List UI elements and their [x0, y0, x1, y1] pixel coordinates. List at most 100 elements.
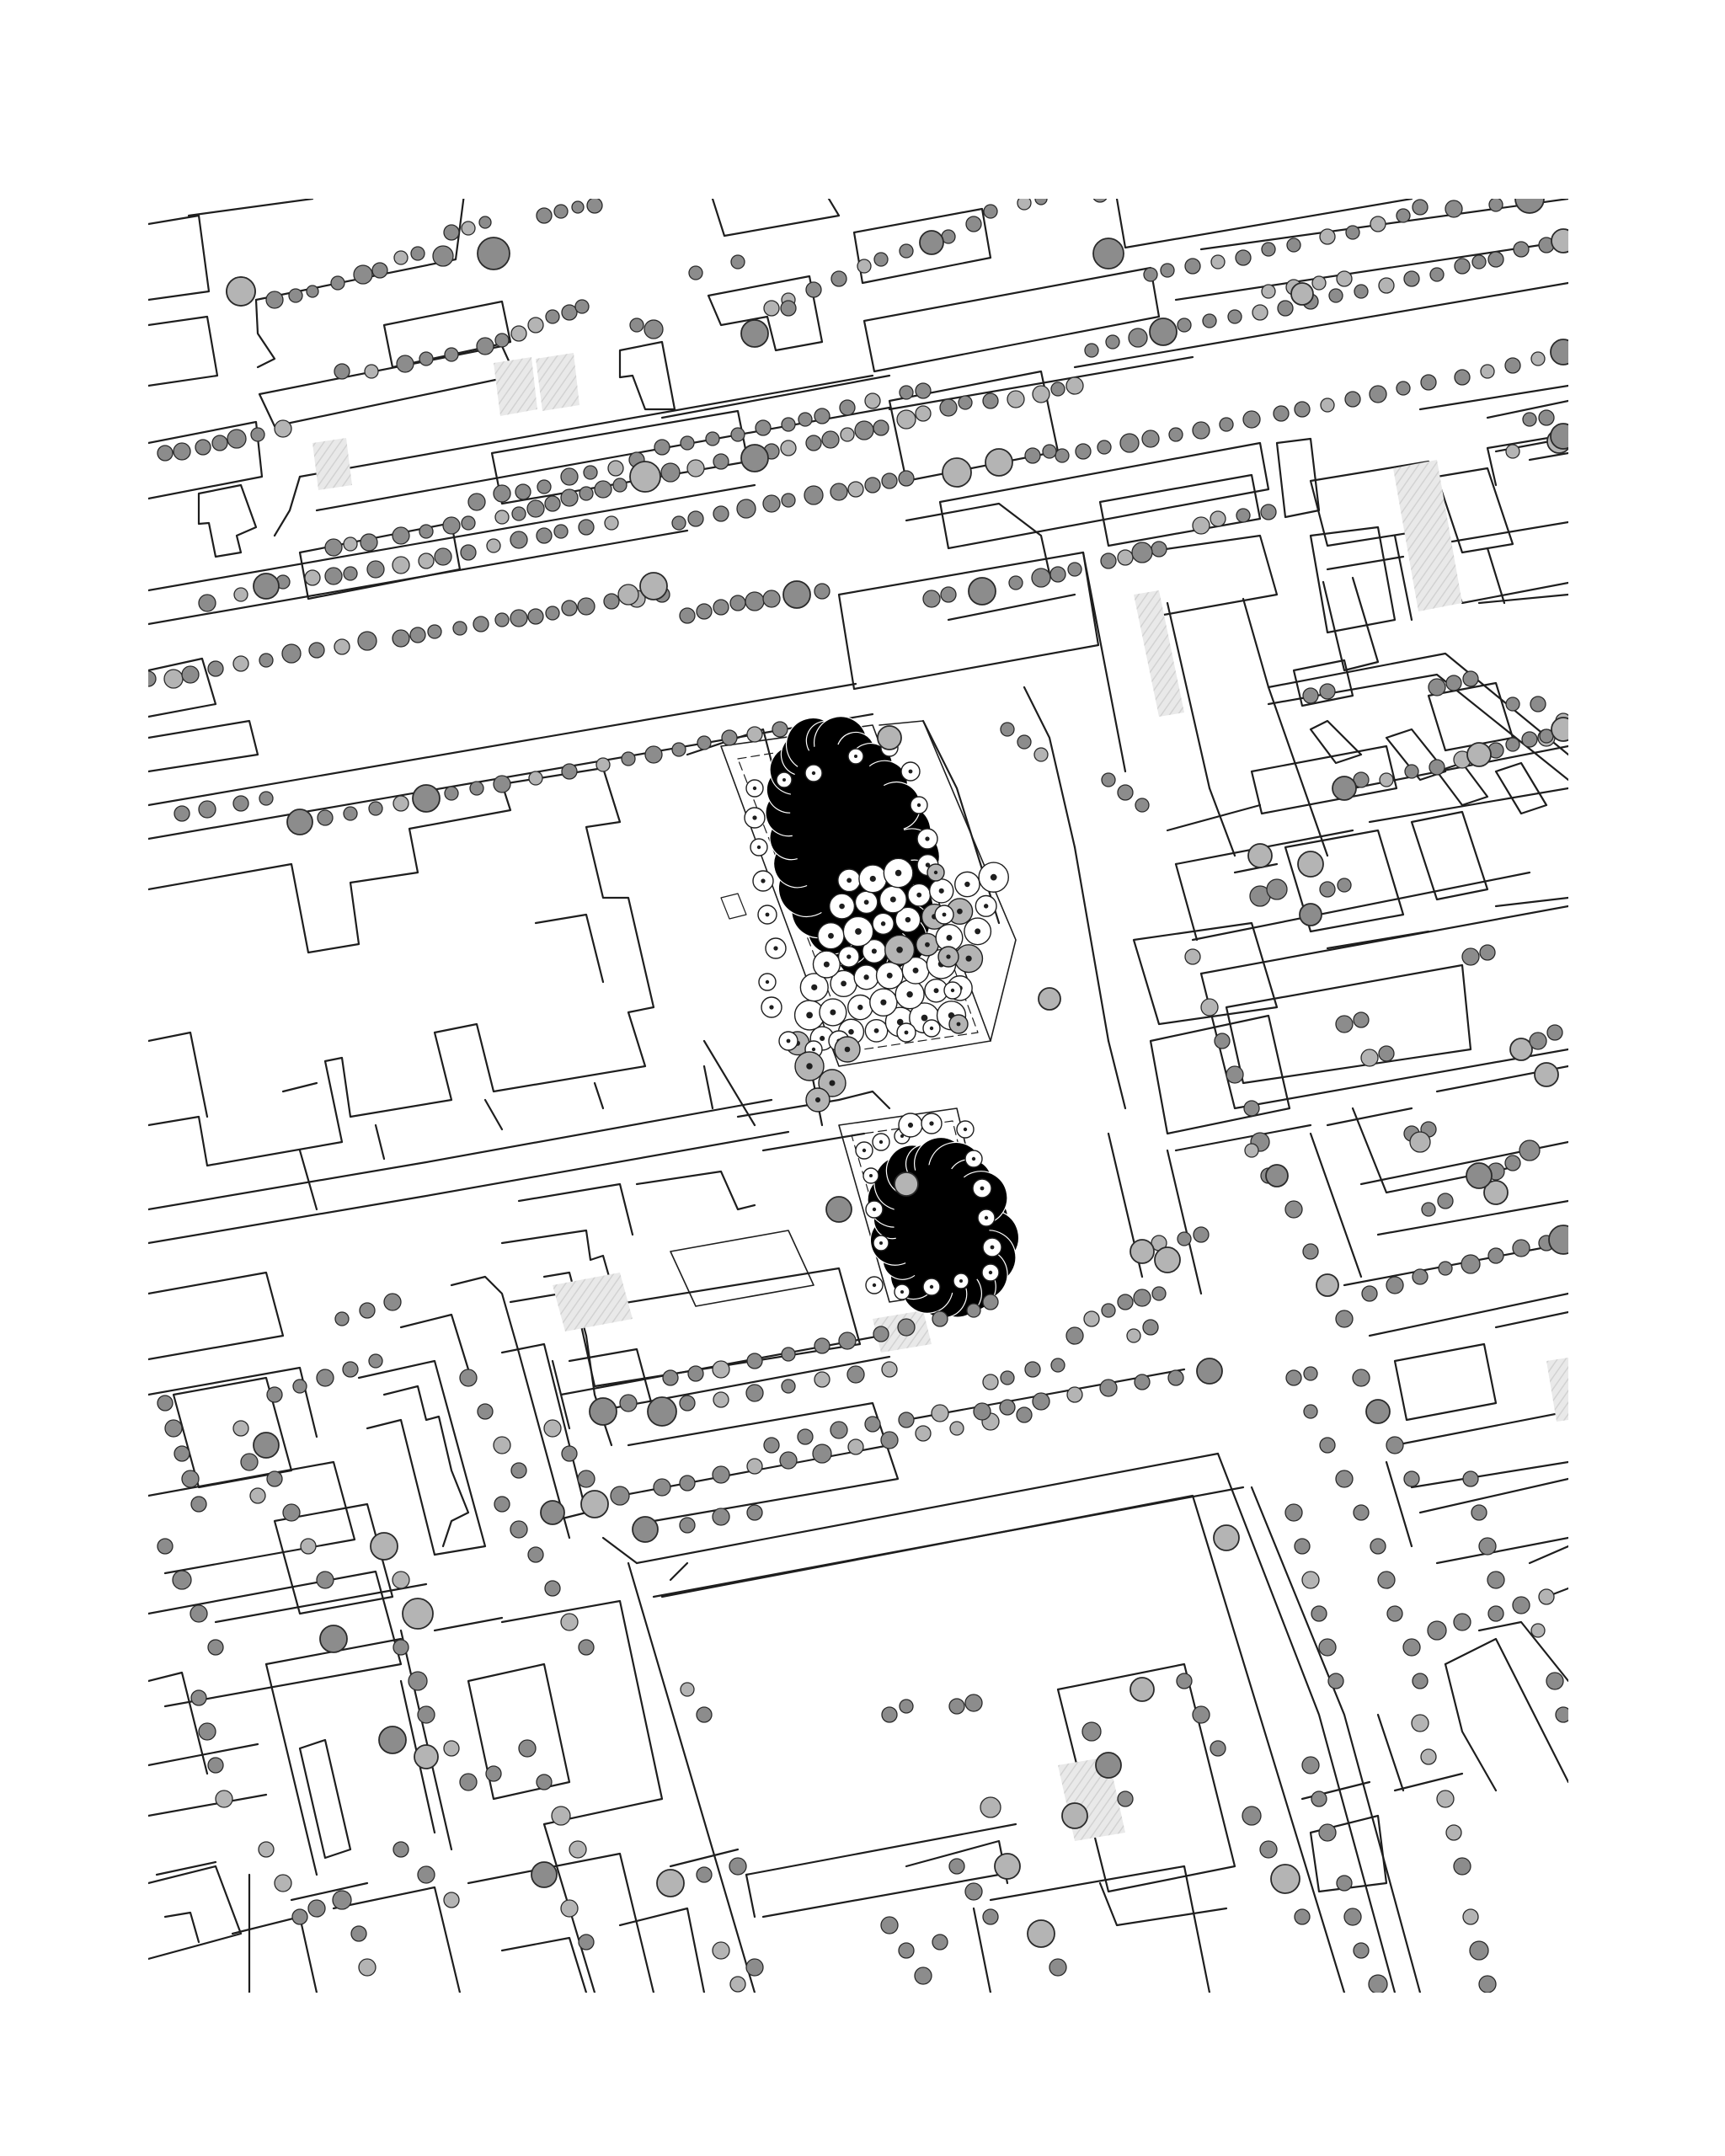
planted-grove — [786, 1038, 791, 1043]
tree-canopy — [1514, 199, 1545, 214]
tree-canopy — [1529, 1032, 1547, 1050]
tree-canopy — [1336, 270, 1353, 287]
site-plan — [148, 199, 1568, 1993]
tree-canopy — [898, 1942, 915, 1959]
tree-canopy — [1213, 1524, 1240, 1551]
tree-canopy — [258, 1841, 275, 1858]
planted-grove — [971, 1156, 976, 1161]
tree-canopy — [1420, 1748, 1437, 1765]
tree-canopy — [713, 1391, 729, 1408]
street-blocks — [148, 199, 1568, 1993]
planted-grove — [900, 1134, 904, 1138]
tree-canopy — [1117, 1294, 1134, 1310]
tree-canopy — [317, 809, 334, 826]
tree-canopy — [1469, 1940, 1489, 1961]
tree-canopy — [392, 556, 410, 574]
tree-canopy — [680, 1682, 695, 1697]
tree-canopy — [359, 1302, 376, 1319]
tree-canopy — [324, 567, 343, 585]
tree-canopy — [846, 1365, 865, 1384]
tree-canopy — [418, 552, 435, 569]
tree-canopy — [1319, 1437, 1336, 1454]
planted-grove — [980, 1186, 985, 1191]
planted-grove — [863, 899, 869, 905]
tree-canopy — [1530, 351, 1546, 366]
tree-canopy — [232, 655, 249, 672]
tree-canopy — [1196, 1358, 1223, 1385]
tree-canopy — [477, 237, 510, 270]
tree-canopy — [560, 1899, 579, 1918]
tree-canopy — [881, 472, 898, 489]
tree-canopy — [914, 1967, 932, 1985]
tree-canopy — [540, 1500, 565, 1525]
tree-canopy — [1130, 1677, 1155, 1702]
tree-canopy — [1479, 944, 1496, 961]
tree-canopy — [1396, 208, 1411, 223]
planted-grove — [823, 961, 830, 968]
tree-canopy — [1551, 717, 1568, 742]
tree-canopy — [730, 427, 745, 442]
tree-canopy — [1027, 1919, 1055, 1948]
tree-canopy — [334, 1311, 350, 1326]
tree-canopy — [736, 499, 756, 519]
tree-canopy — [1337, 878, 1352, 893]
tree-canopy — [467, 493, 486, 511]
tree-canopy — [510, 609, 528, 627]
tree-canopy — [1032, 1392, 1050, 1411]
planted-grove — [869, 1174, 873, 1177]
tree-canopy — [1024, 447, 1041, 464]
tree-canopy — [899, 385, 914, 400]
tree-canopy — [1032, 385, 1050, 403]
tree-canopy — [1335, 1015, 1354, 1033]
tree-canopy — [473, 616, 489, 632]
tree-canopy — [1092, 199, 1108, 203]
planted-grove — [906, 991, 913, 998]
tree-canopy — [477, 1403, 494, 1420]
tree-canopy — [839, 399, 856, 416]
planted-grove — [880, 921, 886, 926]
tree-canopy — [899, 243, 914, 259]
tree-canopy — [1521, 731, 1538, 748]
tree-canopy — [1378, 277, 1395, 294]
tree-canopy — [393, 1639, 409, 1656]
tree-canopy — [1065, 376, 1084, 395]
tree-canopy — [964, 1694, 983, 1712]
tree-canopy — [531, 1861, 558, 1888]
tree-canopy — [461, 221, 476, 236]
tree-canopy — [1404, 764, 1419, 779]
tree-canopy — [1126, 1328, 1141, 1343]
tree-canopy — [873, 419, 889, 436]
tree-canopy — [980, 1796, 1001, 1818]
tree-canopy — [364, 364, 379, 379]
tree-canopy — [1184, 258, 1201, 275]
tree-canopy — [1202, 313, 1217, 328]
tree-canopy — [1177, 318, 1192, 333]
tree-canopy — [671, 742, 686, 757]
tree-canopy — [830, 1421, 848, 1439]
tree-canopy — [1242, 1806, 1262, 1826]
tree-canopy — [1008, 575, 1023, 590]
tree-canopy — [1370, 1538, 1386, 1555]
tree-canopy — [644, 745, 663, 764]
tree-canopy — [1335, 1470, 1354, 1488]
tree-canopy — [1445, 675, 1462, 691]
tree-canopy — [1024, 1361, 1041, 1378]
tree-canopy — [1530, 696, 1546, 712]
tree-canopy — [612, 478, 628, 493]
tree-canopy — [291, 1908, 308, 1925]
tree-canopy — [460, 544, 477, 561]
tree-canopy — [1504, 1155, 1521, 1171]
tree-canopy — [560, 467, 579, 486]
tree-canopy — [1483, 1180, 1509, 1205]
tree-canopy — [840, 427, 855, 442]
tree-canopy — [410, 246, 425, 261]
tree-canopy — [1210, 1740, 1226, 1757]
tree-canopy — [589, 1397, 617, 1426]
tree-canopy — [964, 1882, 983, 1901]
tree-canopy — [712, 1465, 730, 1484]
tree-canopy — [1119, 433, 1140, 453]
tree-canopy — [1294, 1538, 1311, 1555]
tree-canopy — [1319, 881, 1336, 898]
tree-canopy — [1033, 747, 1049, 762]
tree-canopy — [1101, 1303, 1116, 1318]
